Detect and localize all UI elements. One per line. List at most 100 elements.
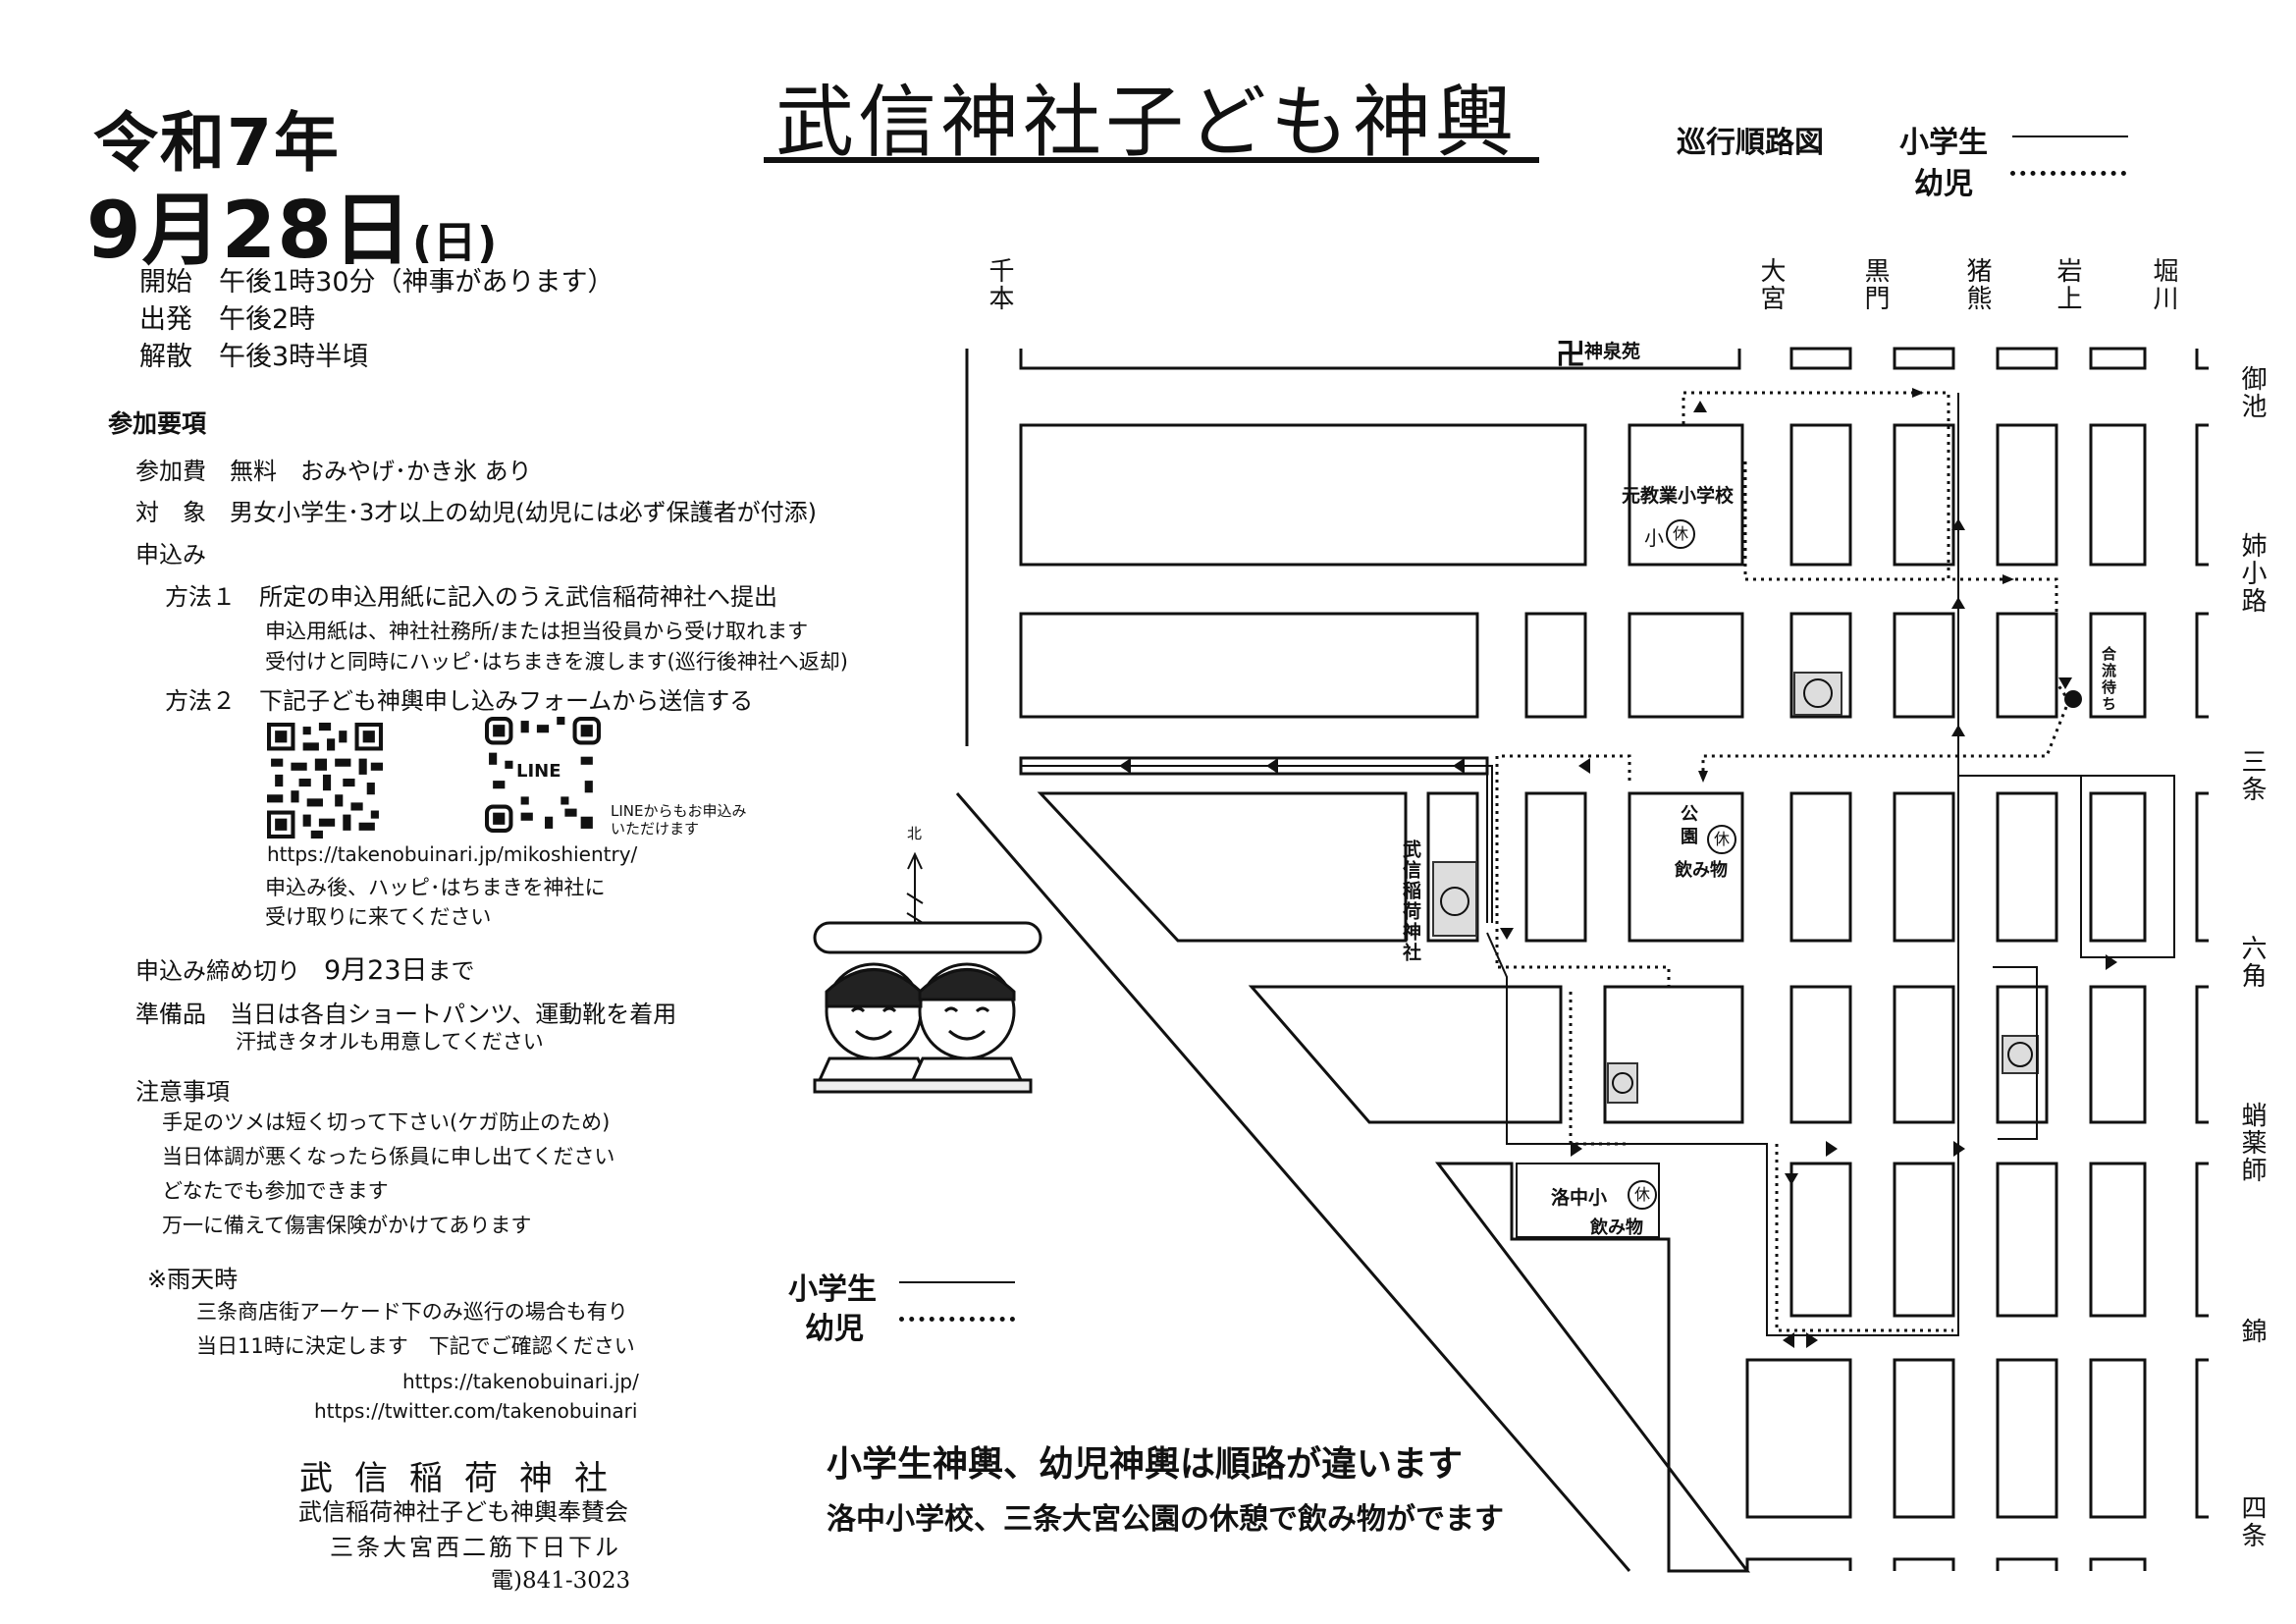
- map-block: [1996, 1358, 2058, 1519]
- line-qr-code-icon[interactable]: [485, 717, 601, 833]
- map-block: [1524, 612, 1587, 719]
- legend2-kinder-line: [899, 1317, 1015, 1322]
- map-meeting-label: 合流待ち: [2100, 646, 2117, 713]
- map-school-rest: 小: [1644, 526, 1664, 550]
- schedule-label: 開始: [139, 267, 192, 298]
- map-park-label2: 園: [1681, 827, 1698, 847]
- deadline-suffix: まで: [427, 957, 475, 985]
- caution-item: どなたでも参加できます: [162, 1179, 389, 1203]
- street-senbon: 千本: [985, 257, 1014, 312]
- line-logo-label: LINE: [516, 761, 561, 782]
- legend2-kinder-label: 幼児: [805, 1312, 864, 1346]
- map-block: [2195, 423, 2209, 567]
- method1-note1: 申込用紙は、神社社務所/または担当役員から受け取れます: [265, 620, 809, 643]
- caution-item: 手足のツメは短く切って下さい(ケガ防止のため): [162, 1110, 611, 1134]
- schedule-label: 解散: [139, 342, 192, 372]
- method2-label: 方法２: [165, 687, 236, 715]
- schedule-value: 午後1時30分（神事があります）: [219, 267, 614, 298]
- map-block: [1893, 1557, 1955, 1571]
- method1-label: 方法１: [165, 583, 236, 611]
- schedule-label: 出発: [139, 304, 192, 335]
- route-elementary: [1021, 765, 1493, 923]
- deadline-value: 9月23日: [324, 955, 428, 986]
- street-kuromon: 黒門: [1860, 257, 1890, 312]
- rain-url2[interactable]: https://twitter.com/takenobuinari: [314, 1399, 638, 1423]
- map-block-park: [1628, 791, 1744, 943]
- form-url[interactable]: https://takenobuinari.jp/mikoshientry/: [267, 842, 638, 866]
- schedule-value: 午後2時: [219, 304, 316, 335]
- map-block: [1996, 423, 2058, 567]
- rain-line2: 当日11時に決定します 下記でご確認ください: [196, 1334, 635, 1358]
- requirements-heading: 参加要項: [108, 409, 207, 438]
- map-block: [1789, 423, 1852, 567]
- route-kinder: [1701, 706, 2068, 781]
- schedule-dismiss: 解散 午後3時半頃: [139, 335, 368, 373]
- map-block: [1745, 1358, 1852, 1519]
- rest-mark-icon: 休: [1628, 1180, 1657, 1210]
- schedule-depart: 出発 午後2時: [139, 298, 315, 336]
- title-underline: [764, 157, 1539, 163]
- map-block: [2195, 349, 2209, 370]
- route-elementary: [1958, 775, 2175, 958]
- target-value: 男女小学生･3才以上の幼児(幼児には必ず保護者が付添): [230, 499, 817, 526]
- method1-text: 所定の申込用紙に記入のうえ武信稲荷神社へ提出: [259, 583, 777, 611]
- rain-heading: ※雨天時: [147, 1266, 239, 1293]
- prep-row: 準備品 当日は各自ショートパンツ、運動靴を着用: [135, 995, 676, 1029]
- fee-label: 参加費: [135, 458, 206, 485]
- map-block: [2195, 612, 2209, 719]
- year: 令和7年: [93, 105, 341, 181]
- map-block: [2195, 791, 2209, 943]
- legend-elementary-label: 小学生: [1899, 126, 1988, 160]
- map-block: [1996, 347, 2058, 370]
- map-block: [1745, 1557, 1852, 1571]
- map-block: [1524, 791, 1587, 943]
- street-nishiki: 錦: [2237, 1318, 2267, 1345]
- map-block: [2089, 791, 2147, 943]
- legend-kinder-line: [2010, 171, 2126, 176]
- map-block: [1996, 612, 2058, 719]
- map-block: [1893, 1358, 1955, 1519]
- map-block: [1893, 1162, 1955, 1318]
- rest-mark-icon: 休: [1666, 519, 1695, 549]
- method1-row: 方法１ 所定の申込用紙に記入のうえ武信稲荷神社へ提出: [165, 577, 777, 612]
- route-note-1: 小学生神輿、幼児神輿は順路が違います: [827, 1444, 1464, 1485]
- street-omiya: 大宮: [1756, 257, 1786, 312]
- map-block-diagonal2: [1248, 985, 1563, 1124]
- map-block-shinsenen: [1019, 349, 1741, 370]
- map-block: [1789, 1162, 1852, 1318]
- map-block: [1996, 791, 2058, 943]
- children-mascot-icon: [813, 921, 1042, 1094]
- street-takoyakushi: 蛸薬師: [2237, 1102, 2267, 1184]
- street-shijo: 四条: [2237, 1494, 2267, 1549]
- caution-item: 当日体調が悪くなったら係員に申し出てください: [162, 1145, 615, 1168]
- route-elementary: [1993, 966, 2038, 1140]
- after-note2: 受け取りに来てください: [265, 905, 492, 929]
- map-shrine-label: 武信稲荷神社: [1400, 839, 1421, 963]
- meeting-point-dot: [2064, 690, 2082, 708]
- map-block: [1893, 612, 1955, 719]
- map-block: [1789, 985, 1852, 1124]
- map-block-diagonal1: [1037, 791, 1408, 943]
- street-horikawa: 堀川: [2149, 257, 2178, 312]
- prep-line2: 汗拭きタオルも用意してください: [236, 1030, 544, 1054]
- rain-line1: 三条商店街アーケード下のみ巡行の場合も有り: [196, 1300, 628, 1324]
- method1-note2: 受付けと同時にハッピ･はちまきを渡します(巡行後神社へ返却): [265, 650, 848, 674]
- map-block: [1628, 612, 1744, 719]
- method2-row: 方法２ 下記子ども神輿申し込みフォームから送信する: [165, 681, 753, 716]
- map-block-meeting: [2089, 612, 2147, 719]
- manji-icon: 卍: [1556, 338, 1585, 372]
- rain-url1[interactable]: https://takenobuinari.jp/: [402, 1370, 639, 1393]
- map-block: [2089, 985, 2147, 1124]
- form-qr-code-icon[interactable]: [267, 723, 383, 839]
- street-sanjo: 三条: [2237, 748, 2267, 803]
- map-park-label1: 公: [1681, 804, 1698, 825]
- map-school-label: 元教業小学校: [1622, 485, 1735, 507]
- prep-label: 準備品: [135, 1001, 206, 1028]
- schedule-start: 開始 午後1時30分（神事があります）: [139, 260, 614, 298]
- map-rakuchu-drink: 飲み物: [1590, 1218, 1643, 1238]
- fee-value: 無料 おみやげ･かき氷 あり: [230, 458, 532, 485]
- prep-line1: 当日は各自ショートパンツ、運動靴を着用: [230, 1001, 677, 1028]
- cautions-heading: 注意事項: [135, 1078, 230, 1106]
- street-rokkaku: 六角: [2237, 935, 2267, 990]
- organizer-group: 武信稲荷神社子ども神輿奉賛会: [298, 1498, 628, 1526]
